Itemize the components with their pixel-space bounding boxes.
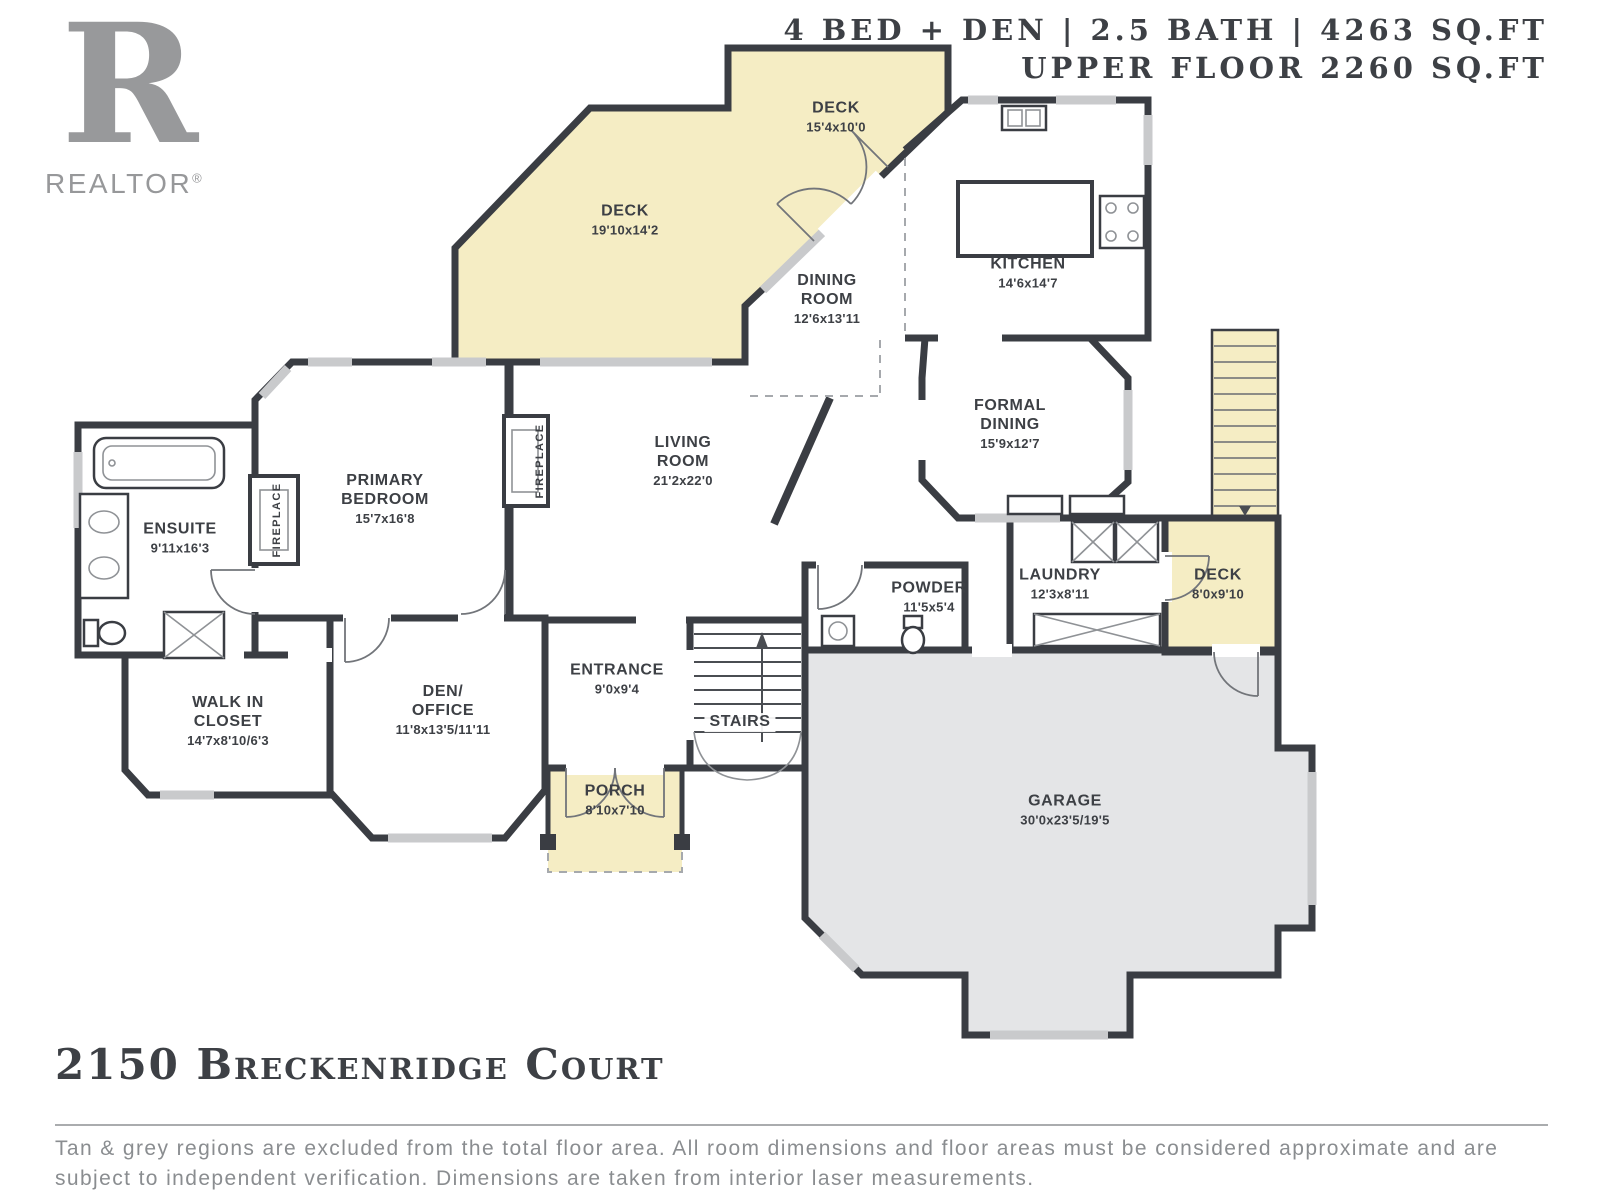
room-name: WALK IN CLOSET <box>192 694 264 730</box>
room-label-walk-in-closet: WALK IN CLOSET 14'7x8'10/6'3 <box>187 694 269 748</box>
stats-line-1: 4 BED + DEN | 2.5 BATH | 4263 SQ.FT <box>783 13 1548 47</box>
footer-divider <box>55 1124 1548 1126</box>
fireplace-label-left: FIREPLACE <box>271 482 283 558</box>
room-label-formal-dining: FORMAL DINING 15'9x12'7 <box>974 397 1046 451</box>
room-label-stairs: STAIRS <box>704 713 776 733</box>
room-name: DINING ROOM <box>797 272 857 308</box>
room-dims: 15'4x10'0 <box>806 119 866 135</box>
room-label-deck-side: DECK 8'0x9'10 <box>1192 567 1244 602</box>
room-dims: 12'6x13'11 <box>793 310 861 326</box>
room-name: DEN/ OFFICE <box>411 683 475 719</box>
fireplace-label-living: FIREPLACE <box>534 423 546 499</box>
room-name: POWDER <box>891 579 967 597</box>
room-dims: 19'10x14'2 <box>591 222 659 238</box>
room-label-kitchen: KITCHEN 14'6x14'7 <box>990 256 1065 291</box>
room-name: GARAGE <box>1028 792 1102 810</box>
room-label-ensuite: ENSUITE 9'11x16'3 <box>143 521 217 556</box>
stats-line-2: UPPER FLOOR 2260 SQ.FT <box>1021 50 1548 85</box>
registered-mark: ® <box>192 170 202 186</box>
disclaimer-text: Tan & grey regions are excluded from the… <box>55 1137 1499 1191</box>
room-name: PORCH <box>584 782 646 800</box>
room-label-powder: POWDER 11'5x5'4 <box>891 580 967 615</box>
room-label-den-office: DEN/ OFFICE 11'8x13'5/11'11 <box>396 683 491 737</box>
room-dims: 8'10x7'10 <box>585 802 645 818</box>
room-name: KITCHEN <box>990 255 1066 273</box>
room-name: ENTRANCE <box>570 661 664 679</box>
room-dims: 9'0x9'4 <box>594 681 640 697</box>
formal-dining-furniture <box>1006 494 1126 516</box>
room-label-garage: GARAGE 30'0x23'5/19'5 <box>1020 793 1109 828</box>
realtor-logo: R REALTOR® <box>45 0 202 200</box>
room-label-laundry: LAUNDRY 12'3x8'11 <box>1019 567 1101 602</box>
room-label-primary-bedroom: PRIMARY BEDROOM 15'7x16'8 <box>341 472 429 526</box>
room-label-porch: PORCH 8'10x7'10 <box>585 783 646 818</box>
dashed-separations <box>547 158 906 873</box>
room-label-deck-upper: DECK 15'4x10'0 <box>806 100 866 135</box>
fireplace-boxes <box>248 414 550 566</box>
realtor-brand: REALTOR <box>45 168 193 200</box>
room-name: STAIRS <box>704 713 776 732</box>
room-name: PRIMARY BEDROOM <box>341 472 429 508</box>
room-dims: 14'7x8'10/6'3 <box>187 732 269 748</box>
interior-stairs <box>693 632 802 781</box>
room-name: ENSUITE <box>143 520 217 538</box>
room-name: FORMAL DINING <box>973 397 1047 433</box>
kitchen-fixtures <box>956 104 1146 258</box>
room-name: DECK <box>1194 566 1242 584</box>
powder-fixtures <box>820 614 926 655</box>
ensuite-fixtures <box>78 436 226 660</box>
room-name: DECK <box>601 202 649 220</box>
room-name: LAUNDRY <box>1019 566 1101 584</box>
laundry-fixtures <box>1032 520 1162 648</box>
room-label-entrance: ENTRANCE 9'0x9'4 <box>570 662 664 697</box>
room-dims: 9'11x16'3 <box>150 540 210 556</box>
room-dims: 12'3x8'11 <box>1030 586 1090 602</box>
room-name: LIVING ROOM <box>654 434 712 470</box>
property-address: 2150 Breckenridge Court <box>55 1040 665 1089</box>
room-label-deck-main: DECK 19'10x14'2 <box>591 203 658 238</box>
porch-posts <box>540 834 690 850</box>
room-dims: 11'8x13'5/11'11 <box>395 721 491 737</box>
room-label-living-room: LIVING ROOM 21'2x22'0 <box>653 434 713 488</box>
realtor-logo-text: REALTOR® <box>45 168 202 200</box>
realtor-logo-mark: R <box>61 0 199 181</box>
plan-stats: 4 BED + DEN | 2.5 BATH | 4263 SQ.FT UPPE… <box>783 12 1548 87</box>
room-dims: 30'0x23'5/19'5 <box>1020 812 1110 828</box>
room-dims: 14'6x14'7 <box>998 275 1058 291</box>
room-label-dining-room: DINING ROOM 12'6x13'11 <box>794 272 860 326</box>
window-marks <box>73 95 1317 1040</box>
exterior-stairs <box>1214 345 1276 516</box>
wall-openings <box>192 170 1260 775</box>
room-dims: 11'5x5'4 <box>903 599 955 615</box>
room-dims: 21'2x22'0 <box>653 472 713 488</box>
room-dims: 15'7x16'8 <box>355 510 415 526</box>
door-swings <box>210 129 1259 818</box>
room-dims: 8'0x9'10 <box>1192 586 1244 602</box>
room-dims: 15'9x12'7 <box>980 435 1040 451</box>
room-name: DECK <box>812 99 860 117</box>
